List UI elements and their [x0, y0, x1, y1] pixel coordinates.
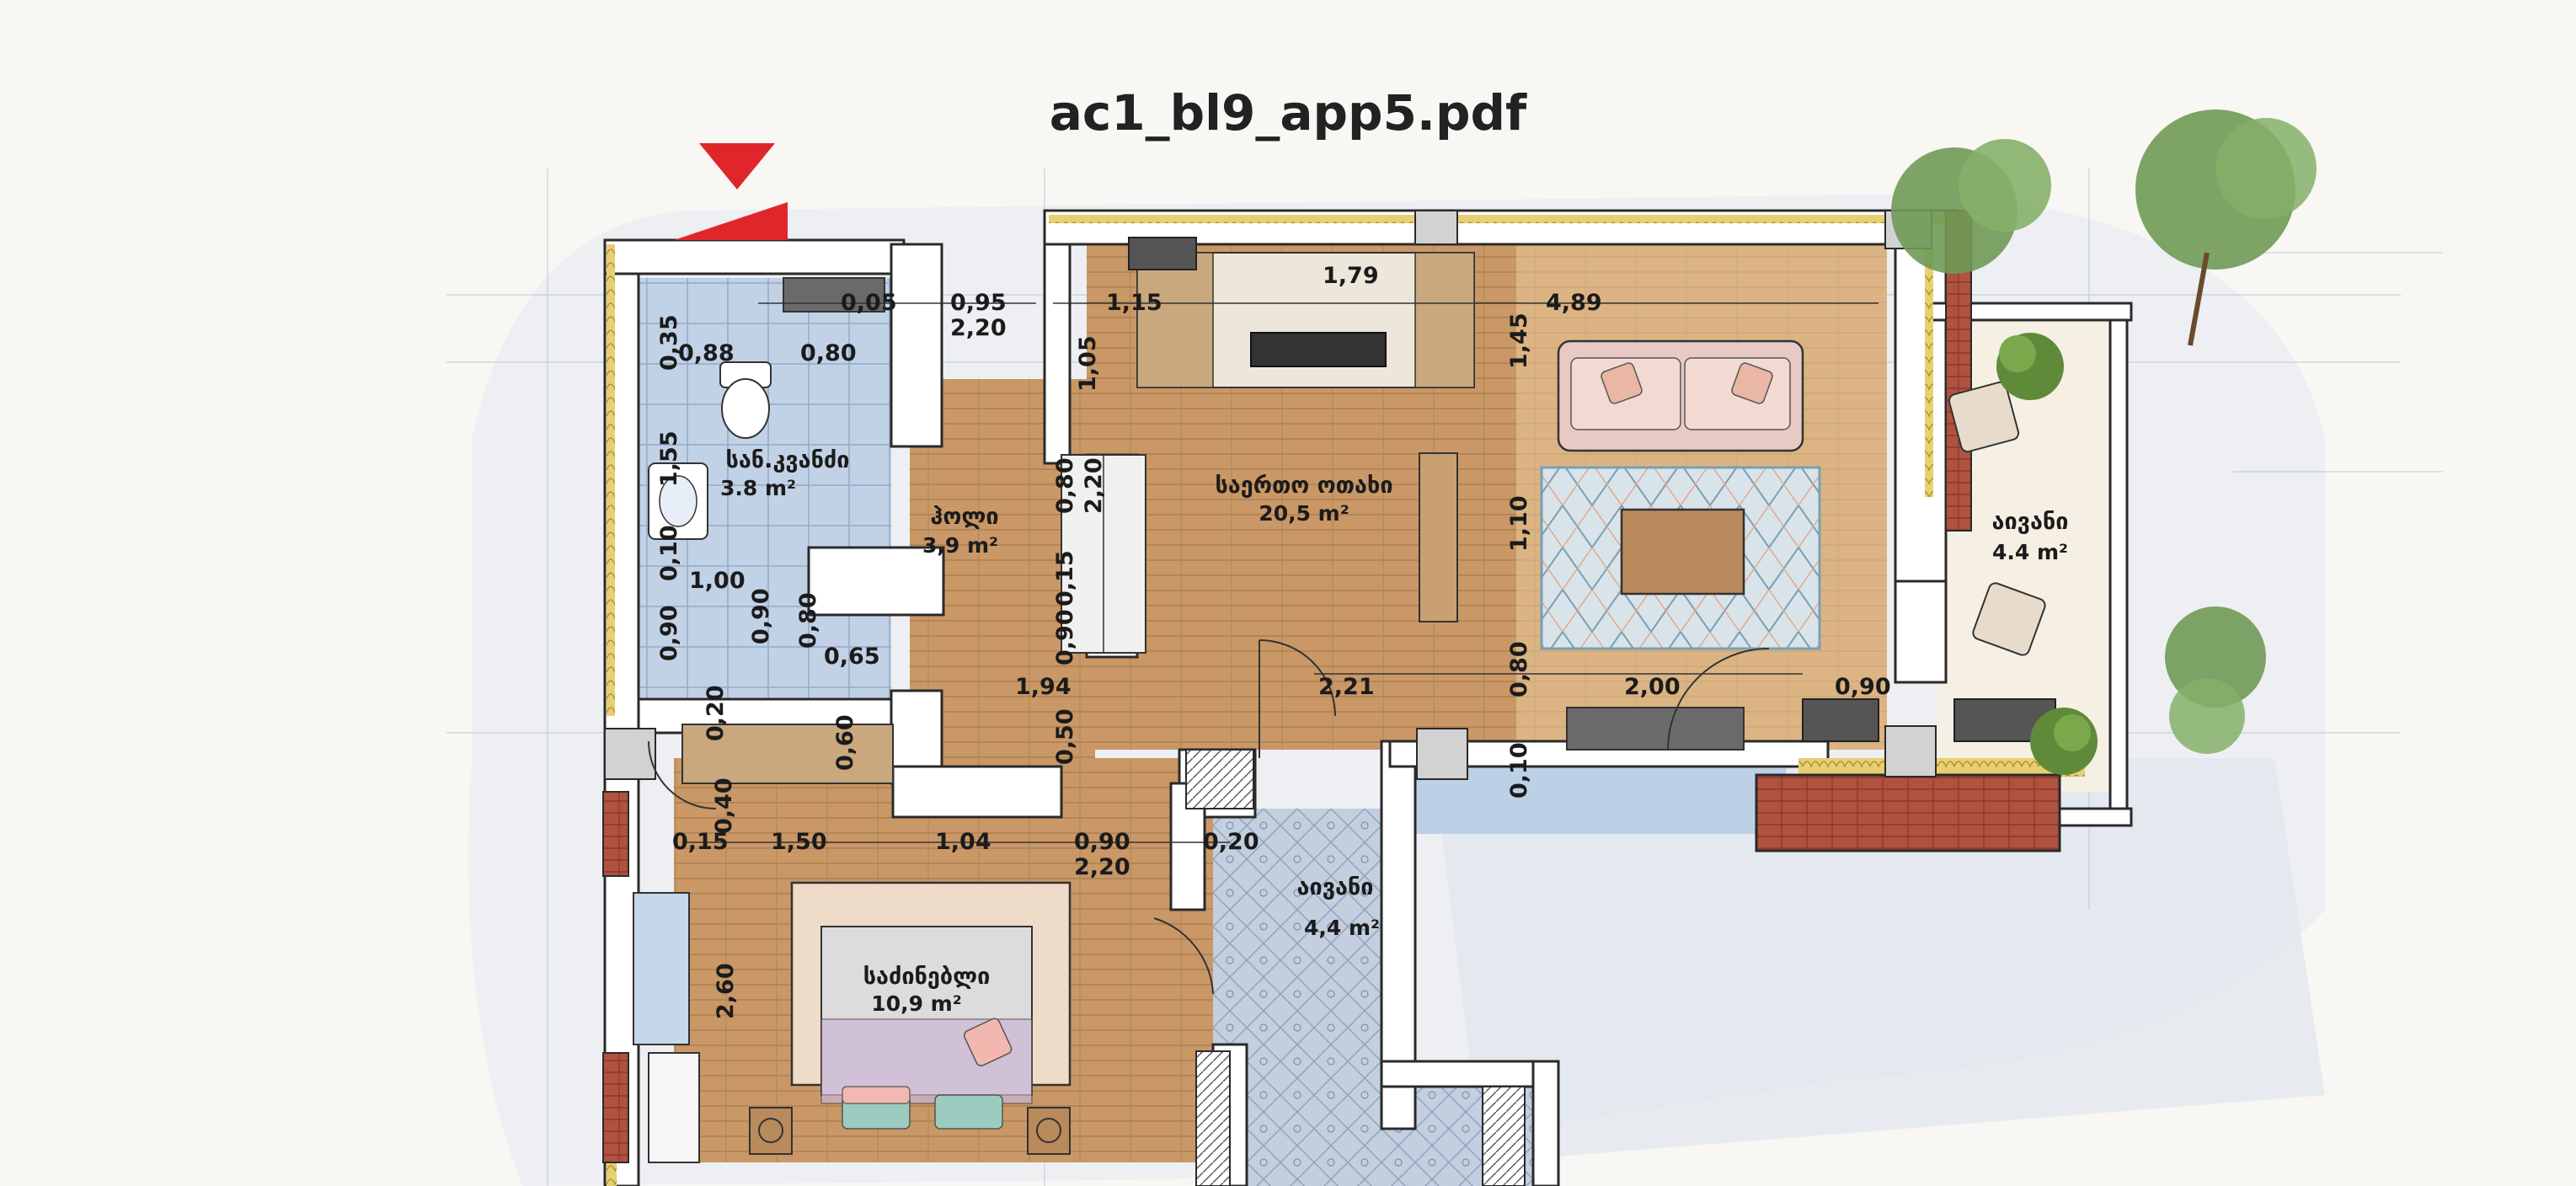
dim-label: 1,50	[771, 829, 827, 855]
dim-label: 1,05	[1075, 335, 1101, 392]
dim-label: 0,10	[656, 525, 682, 581]
dim-label: 1,00	[689, 568, 746, 594]
dim-label: 0,80	[800, 340, 857, 366]
room-name-balcony-inner: აივანი	[1297, 874, 1374, 900]
brick-wall	[1755, 773, 2061, 852]
room-area-balcony-inner: 4,4 m²	[1304, 916, 1380, 940]
dim-label: 1,04	[935, 829, 991, 855]
room-name-living: საერთო ოთახი	[1215, 473, 1392, 499]
dim-label: 0,50	[1052, 708, 1078, 765]
triangle-down-icon	[699, 143, 775, 190]
tree-icon	[1891, 110, 2317, 754]
balcony-chair-icon	[1948, 381, 2046, 656]
dim-label: 2,60	[713, 963, 739, 1019]
dim-label: 1,45	[1506, 313, 1532, 369]
dim-label: 2,20	[1081, 457, 1107, 514]
dim-label: 0,80	[1052, 457, 1078, 514]
dim-label: 0,90	[748, 588, 774, 644]
room-area-bathroom: 3.8 m²	[720, 476, 796, 500]
dim-label: 0,20	[703, 685, 729, 741]
dim-label: 0,40	[711, 777, 737, 834]
sofa-icon	[1557, 339, 1804, 452]
dim-label: 0,35	[656, 314, 682, 371]
coffee-table	[1620, 508, 1745, 596]
room-area-bedroom: 10,9 m²	[871, 991, 961, 1016]
dim-label: 0,15	[1052, 550, 1078, 606]
dim-label: 1,55	[656, 430, 682, 487]
dim-label: 0,88	[678, 340, 735, 366]
dim-label: 0,80	[795, 592, 821, 649]
room-name-hall: ჰოლი	[930, 504, 998, 530]
toilet-icon	[719, 361, 772, 439]
dim-label: 4,89	[1546, 290, 1602, 316]
dim-label: 1,94	[1015, 674, 1072, 700]
dim-label: 2,20	[1074, 854, 1130, 880]
dim-label: 0,20	[1203, 829, 1259, 855]
dim-label: 2,20	[950, 315, 1007, 341]
dim-label: 2,00	[1624, 674, 1681, 700]
dim-label: 0,90	[1052, 609, 1078, 665]
tv-icon	[1250, 332, 1387, 367]
potted-plant-icon	[1996, 333, 2098, 775]
dim-label: 0,05	[841, 290, 897, 316]
dim-label: 0,95	[950, 290, 1007, 316]
room-name-bathroom: სან.კვანძი	[726, 447, 850, 473]
room-area-balcony-right: 4.4 m²	[1992, 540, 2068, 564]
dim-label: 0,90	[1835, 674, 1891, 700]
dim-label: 0,80	[1506, 641, 1532, 697]
dim-label: 1,10	[1506, 495, 1532, 552]
dim-label: 0,15	[672, 829, 729, 855]
room-name-balcony-right: აივანი	[1992, 509, 2069, 535]
dim-label: 0,60	[832, 714, 858, 771]
room-area-hall: 3,9 m²	[922, 533, 998, 558]
dim-label: 0,90	[1074, 829, 1130, 855]
tv-unit	[1136, 252, 1475, 388]
room-name-bedroom: საძინებლი	[863, 964, 991, 990]
dim-label: 1,79	[1323, 263, 1379, 289]
sink-icon	[648, 462, 708, 540]
room-area-living: 20,5 m²	[1259, 501, 1349, 526]
dim-label: 1,15	[1106, 290, 1162, 316]
dim-label: 0,90	[656, 605, 682, 661]
dim-label: 0,65	[824, 644, 880, 670]
dim-label: 0,10	[1506, 742, 1532, 799]
bed-icon	[790, 881, 1072, 1130]
dim-label: 2,21	[1318, 674, 1375, 700]
document-title: ac1_bl9_app5.pdf	[1049, 84, 1527, 142]
